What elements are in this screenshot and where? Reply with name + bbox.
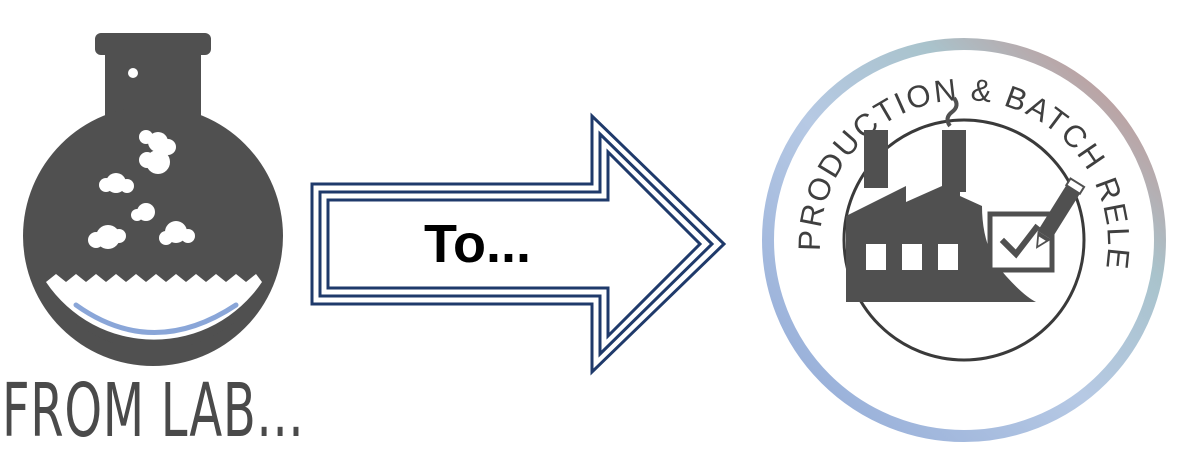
gmp-badge-svg: GMP PRODUCTION & BATCH RELEASE: [740, 2, 1166, 442]
badge-outer-ring: [762, 38, 1166, 442]
arrow-outline-inner: [326, 148, 703, 340]
bubbles: [88, 130, 195, 249]
flask-liquid-shine: [73, 302, 239, 335]
arrow-label: To...: [424, 214, 531, 274]
pencil-icon: [1035, 177, 1086, 249]
flask-neck-dot: [128, 68, 138, 78]
from-lab-caption: FROM LAB...: [2, 368, 305, 454]
transition-arrow: [300, 110, 730, 380]
right-arrow-icon: [310, 112, 727, 376]
flask-lip: [95, 33, 211, 55]
arrow-outline-outer: [310, 112, 727, 376]
flask-liquid-bottom: [70, 318, 240, 352]
arrow-outline-middle: [318, 130, 715, 358]
lab-flask-group: FROM LAB...: [0, 0, 330, 461]
gmp-badge: GMP PRODUCTION & BATCH RELEASE: [740, 2, 1174, 450]
badge-inner-ring: [842, 118, 1086, 362]
lab-flask-icon: [23, 33, 283, 366]
